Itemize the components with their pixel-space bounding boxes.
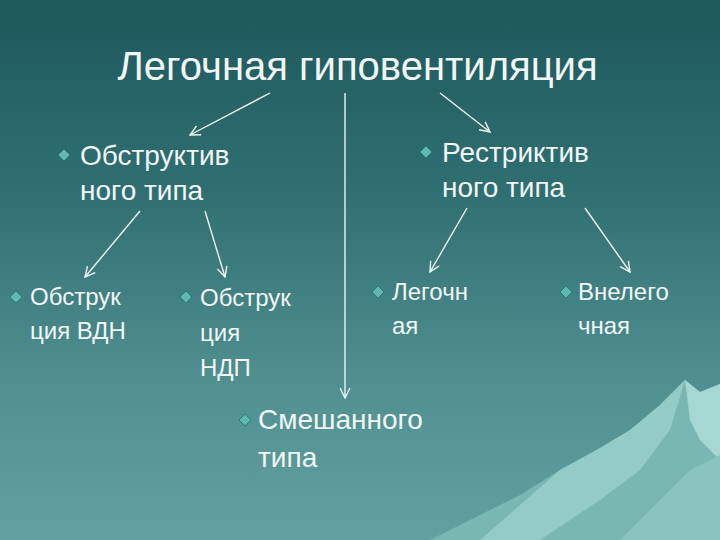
heading-node: Легочная гиповентиляция [118, 42, 603, 90]
connector-arrow [85, 211, 140, 277]
heading-text: Легочная гиповентиляция [118, 42, 603, 90]
mountain-silhouette [430, 380, 720, 540]
item-text: Смешанного типа [258, 401, 427, 477]
bullet [420, 146, 432, 158]
bullet [10, 291, 22, 303]
connector-arrow [430, 208, 467, 272]
connector-arrow [190, 93, 270, 135]
mountain-facet [620, 455, 720, 540]
bullet-item: Смешанного типа [258, 401, 427, 477]
bullet-item: Легочн ая [392, 275, 472, 343]
bullet [180, 291, 192, 303]
bullet [560, 286, 572, 298]
bullet [58, 149, 70, 161]
bullet [372, 286, 384, 298]
item-text: Обструк ция НДП [200, 280, 295, 385]
bullet-item: Обструктив ного типа [80, 138, 234, 208]
connector-arrow [585, 208, 630, 272]
item-text: Легочн ая [392, 275, 472, 343]
item-text: Обструктив ного типа [80, 138, 234, 208]
mountain-shape [430, 380, 720, 540]
item-text: Обструк ция ВДН [30, 280, 130, 348]
connector-arrow [440, 93, 490, 132]
bullet-item: Внелего чная [578, 275, 673, 343]
connector-arrow [344, 93, 345, 398]
bullet-item: Обструк ция НДП [200, 280, 295, 385]
bullet-item: Обструк ция ВДН [30, 280, 130, 348]
bullet [239, 414, 251, 426]
connector-arrow [205, 211, 225, 277]
mountain-facet [685, 380, 720, 460]
item-text: Внелего чная [578, 275, 673, 343]
item-text: Рестриктив ного типа [442, 135, 593, 205]
bullet-item: Рестриктив ного типа [442, 135, 593, 205]
